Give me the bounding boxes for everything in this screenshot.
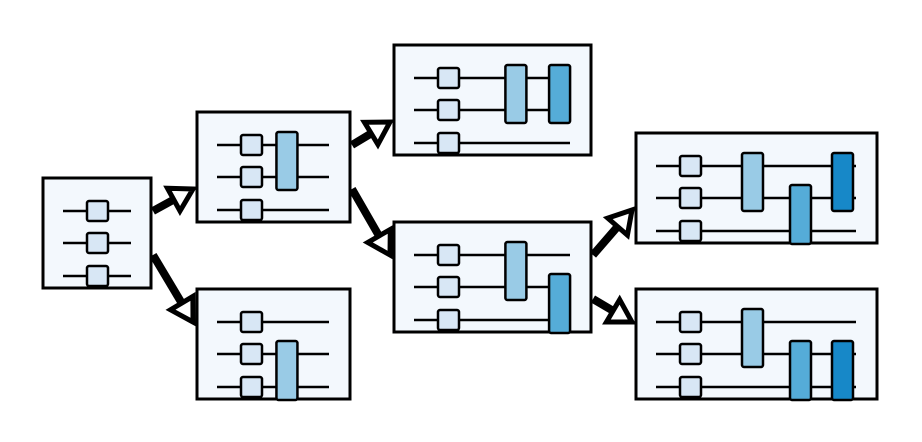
- single-gate: [436, 243, 461, 267]
- two-qubit-gate: [830, 339, 855, 402]
- two-qubit-gate: [788, 183, 813, 246]
- arrow-shaft: [151, 196, 176, 215]
- arrow-shaft: [590, 295, 616, 315]
- arrow-head: [602, 206, 636, 240]
- single-gate: [678, 310, 703, 334]
- two-qubit-gate: [504, 240, 528, 302]
- two-qubit-gate: [504, 63, 528, 125]
- single-gate: [85, 199, 110, 223]
- single-gate: [678, 375, 703, 399]
- single-gate: [436, 98, 461, 122]
- single-gate: [678, 154, 703, 178]
- single-gate: [436, 275, 461, 299]
- circuit-box-n1: [41, 176, 153, 290]
- single-gate: [239, 375, 264, 399]
- circuit-box-frame: [195, 287, 352, 401]
- arrow-head: [362, 225, 393, 260]
- single-gate: [678, 186, 703, 210]
- single-gate: [436, 131, 461, 155]
- arrow-n2a-to-n3b: [348, 187, 393, 260]
- arrow-n1-to-n2a: [151, 185, 198, 217]
- circuit-box-n3b: [392, 220, 593, 335]
- two-qubit-gate: [547, 272, 572, 335]
- arrow-n3b-to-n4b: [590, 294, 637, 325]
- arrow-shaft: [349, 129, 374, 149]
- arrow-head: [163, 185, 198, 217]
- two-qubit-gate: [788, 339, 813, 402]
- two-qubit-gate: [547, 63, 572, 125]
- circuit-box-n3a: [392, 43, 593, 157]
- edges-layer: [149, 119, 637, 327]
- circuit-box-n4b: [634, 287, 879, 402]
- single-gate: [239, 133, 264, 157]
- arrow-n3b-to-n4a: [589, 206, 636, 258]
- single-gate: [85, 231, 110, 255]
- two-qubit-gate: [740, 151, 765, 213]
- arrow-head: [602, 294, 637, 325]
- circuit-box-frame: [195, 110, 352, 224]
- single-gate: [239, 342, 264, 366]
- single-gate: [436, 308, 461, 332]
- circuit-box-n4a: [634, 131, 879, 246]
- single-gate: [239, 165, 264, 189]
- arrow-shaft: [348, 187, 383, 238]
- single-gate: [678, 219, 703, 243]
- arrow-head: [360, 119, 395, 150]
- single-gate: [239, 198, 264, 222]
- two-qubit-gate: [275, 130, 299, 192]
- arrow-n1-to-n2b: [149, 252, 196, 327]
- arrow-n2a-to-n3a: [349, 119, 395, 150]
- two-qubit-gate: [830, 151, 855, 213]
- arrow-shaft: [589, 224, 621, 258]
- circuit-box-n2a: [195, 110, 352, 224]
- two-qubit-gate: [740, 307, 765, 369]
- single-gate: [436, 66, 461, 90]
- single-gate: [239, 310, 264, 334]
- single-gate: [85, 264, 110, 288]
- circuit-box-n2b: [195, 287, 352, 402]
- circuit-box-frame: [392, 43, 593, 157]
- arrow-shaft: [149, 252, 186, 306]
- arrow-head: [165, 292, 196, 327]
- single-gate: [678, 342, 703, 366]
- two-qubit-gate: [275, 339, 299, 402]
